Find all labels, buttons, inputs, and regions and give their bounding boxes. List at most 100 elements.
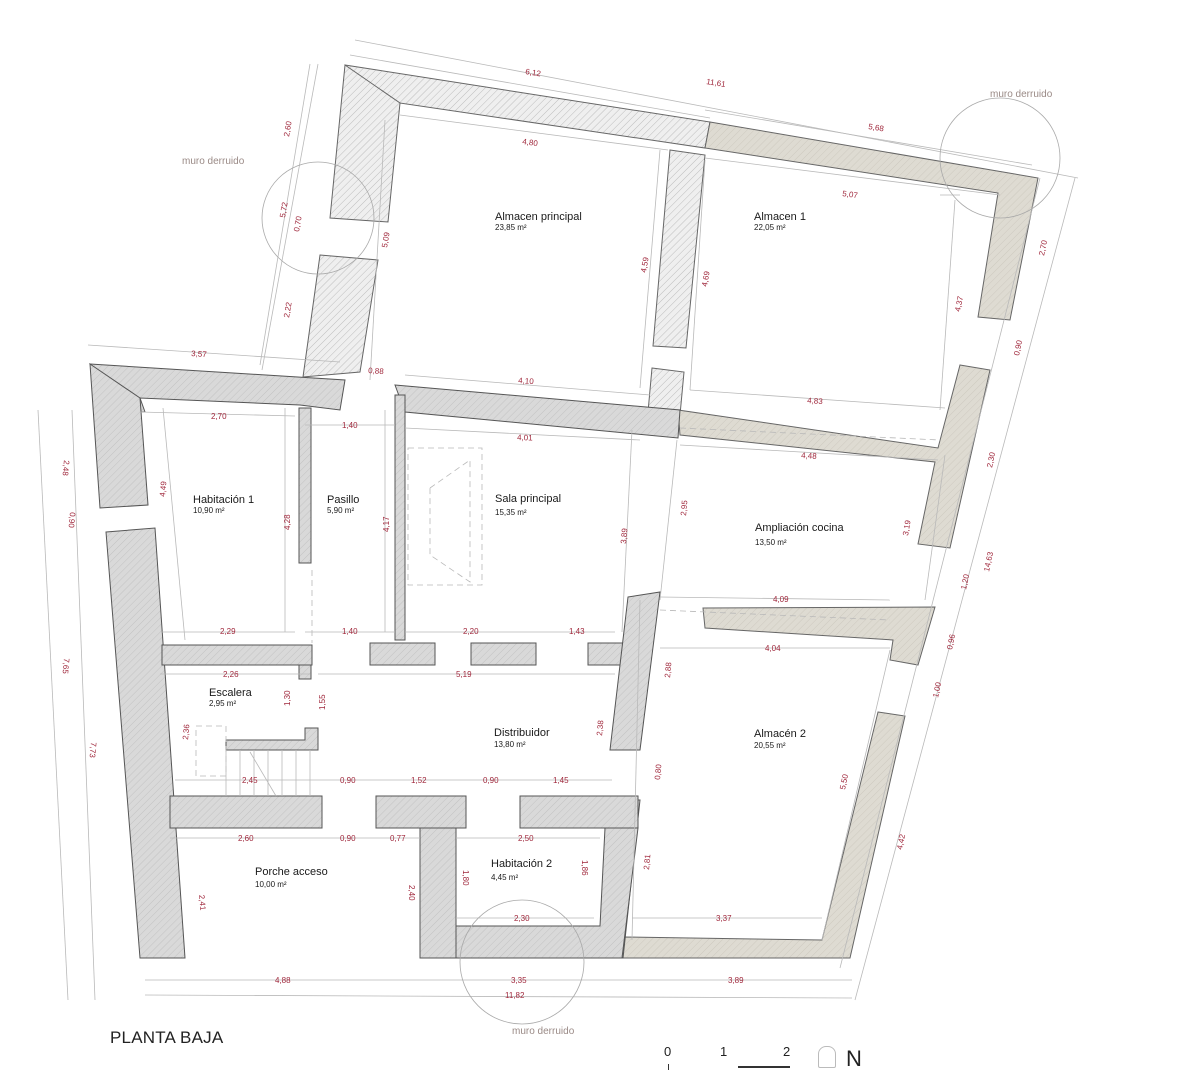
- svg-text:7,73: 7,73: [88, 742, 98, 759]
- svg-text:11,61: 11,61: [706, 77, 727, 89]
- svg-text:0,70: 0,70: [292, 215, 304, 232]
- svg-text:4,04: 4,04: [765, 644, 781, 653]
- room-porche-acceso: Porche acceso: [255, 866, 328, 878]
- wall-left-upper: [329, 64, 401, 223]
- svg-text:1,40: 1,40: [342, 421, 358, 430]
- svg-text:0,77: 0,77: [390, 834, 406, 843]
- svg-text:7,65: 7,65: [61, 658, 71, 675]
- svg-text:2,60: 2,60: [282, 120, 294, 137]
- svg-text:2,60: 2,60: [238, 834, 254, 843]
- svg-text:1,30: 1,30: [283, 690, 292, 706]
- svg-text:5,19: 5,19: [456, 670, 472, 679]
- svg-text:1,00: 1,00: [931, 681, 943, 699]
- svg-text:11,82: 11,82: [505, 991, 525, 1000]
- svg-text:4,69: 4,69: [700, 270, 712, 287]
- svg-text:1,20: 1,20: [959, 573, 971, 591]
- svg-text:0,88: 0,88: [368, 366, 385, 376]
- room-habitacion-2: Habitación 2: [491, 858, 552, 870]
- svg-text:2,40: 2,40: [407, 885, 416, 901]
- svg-text:4,28: 4,28: [283, 514, 292, 530]
- demolished-wall-circle-bottom: [459, 899, 585, 1025]
- svg-text:4,01: 4,01: [517, 433, 533, 443]
- svg-text:2,48: 2,48: [61, 460, 71, 477]
- svg-text:2,30: 2,30: [514, 914, 530, 923]
- room-ampliacion-cocina-area: 13,50 m²: [755, 538, 787, 547]
- svg-text:4,37: 4,37: [953, 295, 965, 313]
- wall-hab1-pasillo: [298, 407, 312, 564]
- north-arrow-icon: [818, 1046, 836, 1068]
- svg-text:4,49: 4,49: [158, 480, 168, 497]
- dimension-labels: 6,12 11,61 5,68 4,80 5,07 3,57 0,88 4,10…: [61, 67, 1050, 1000]
- svg-text:14,63: 14,63: [982, 550, 995, 572]
- scale-tick-2: 2: [783, 1044, 791, 1059]
- wall-bottom-b: [375, 795, 467, 829]
- room-almacen-2-area: 20,55 m²: [754, 741, 786, 750]
- wall-bottom-a: [169, 795, 323, 829]
- svg-text:3,57: 3,57: [191, 349, 208, 359]
- svg-text:2,30: 2,30: [985, 451, 997, 469]
- wall-cocina-bottom: [702, 606, 936, 666]
- svg-text:2,95: 2,95: [679, 499, 689, 516]
- svg-text:6,12: 6,12: [525, 67, 542, 78]
- scale-bar-line: [738, 1066, 790, 1068]
- svg-text:2,81: 2,81: [642, 853, 652, 870]
- svg-text:4,17: 4,17: [382, 516, 391, 532]
- svg-text:0,96: 0,96: [945, 633, 957, 651]
- svg-text:0,90: 0,90: [340, 834, 356, 843]
- room-almacen-principal-area: 23,85 m²: [495, 223, 527, 232]
- room-porche-acceso-area: 10,00 m²: [255, 880, 287, 889]
- svg-text:2,38: 2,38: [595, 719, 605, 736]
- svg-text:1,45: 1,45: [553, 776, 569, 785]
- room-almacen-1-area: 22,05 m²: [754, 223, 786, 232]
- svg-text:0,90: 0,90: [340, 776, 356, 785]
- svg-text:2,45: 2,45: [242, 776, 258, 785]
- demolished-wall-circle-left: [261, 161, 375, 275]
- svg-text:4,59: 4,59: [639, 256, 651, 273]
- wall-left-outer-upper: [89, 363, 149, 509]
- scale-bar-zero-mark: [668, 1064, 669, 1070]
- room-escalera: Escalera: [209, 687, 253, 699]
- room-labels: Almacen principal 23,85 m² Almacen 1 22,…: [193, 211, 845, 889]
- room-distribuidor-area: 13,80 m²: [494, 740, 526, 749]
- svg-text:5,50: 5,50: [838, 773, 850, 791]
- wall-hab2: [455, 827, 639, 959]
- room-almacen-1: Almacen 1: [754, 211, 806, 223]
- room-habitacion-1: Habitación 1: [193, 494, 254, 506]
- svg-text:1,55: 1,55: [318, 694, 327, 710]
- svg-text:4,88: 4,88: [275, 976, 291, 985]
- fireplace-outline: [407, 447, 483, 586]
- svg-text:0,80: 0,80: [653, 763, 663, 780]
- room-habitacion-2-area: 4,45 m²: [491, 873, 518, 882]
- note-muro-derruido-left: muro derruido: [182, 156, 245, 167]
- room-sala-principal: Sala principal: [495, 493, 561, 505]
- wall-top-right: [704, 121, 1039, 321]
- room-escalera-area: 2,95 m²: [209, 699, 236, 708]
- svg-text:1,80: 1,80: [461, 870, 470, 886]
- stairs-lines: [195, 725, 311, 797]
- svg-text:3,19: 3,19: [901, 519, 913, 536]
- scale-bar: 0 1 2: [660, 1044, 880, 1070]
- svg-text:4,48: 4,48: [801, 451, 818, 461]
- room-ampliacion-cocina: Ampliación cocina: [755, 522, 845, 534]
- dimension-lines: [37, 39, 1079, 1001]
- svg-text:0,90: 0,90: [1012, 339, 1024, 357]
- room-sala-principal-area: 15,35 m²: [495, 508, 527, 517]
- svg-text:4,80: 4,80: [522, 137, 539, 148]
- svg-text:4,09: 4,09: [773, 595, 789, 604]
- svg-text:5,68: 5,68: [868, 122, 885, 133]
- room-almacen-2: Almacén 2: [754, 728, 806, 740]
- wall-bottom-c: [519, 795, 639, 829]
- svg-text:4,83: 4,83: [807, 396, 824, 406]
- svg-text:5,09: 5,09: [380, 231, 392, 248]
- svg-text:4,10: 4,10: [518, 376, 535, 386]
- svg-text:3,89: 3,89: [619, 527, 629, 544]
- svg-text:5,72: 5,72: [278, 201, 290, 218]
- room-distribuidor: Distribuidor: [494, 727, 550, 739]
- svg-text:4,42: 4,42: [895, 833, 907, 851]
- wall-escalera: [225, 727, 319, 751]
- svg-text:5,07: 5,07: [842, 189, 859, 200]
- wall-porche-right: [419, 827, 457, 959]
- svg-text:1,86: 1,86: [580, 860, 589, 876]
- room-pasillo-area: 5,90 m²: [327, 506, 354, 515]
- svg-text:2,36: 2,36: [181, 723, 191, 740]
